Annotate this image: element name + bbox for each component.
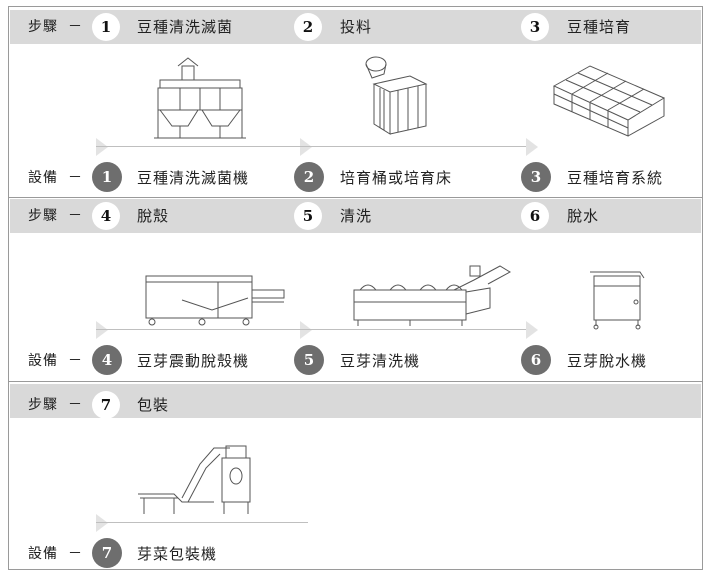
equipment-number-badge: 2 (294, 162, 324, 192)
equipment-number-badge: 4 (92, 345, 122, 375)
flow-line (96, 522, 308, 523)
step-label: 包裝 (137, 396, 170, 414)
equipment-label: 豆種培育系統 (567, 169, 664, 187)
equipment-number-badge: 6 (521, 345, 551, 375)
bean-washing-sterilizer-icon (150, 58, 250, 142)
flow-line (96, 146, 306, 147)
step-label: 豆種培育 (567, 18, 632, 36)
step-label: 投料 (340, 18, 373, 36)
cultivation-system-icon (550, 60, 668, 138)
step-label: 脫水 (567, 207, 600, 225)
step-row-label: 步驟－ (28, 208, 83, 224)
step-label: 豆種清洗滅菌 (137, 18, 234, 36)
flow-arrow (300, 138, 312, 156)
step-number-badge: 3 (521, 13, 549, 41)
flow-arrow (300, 321, 312, 339)
packaging-machine-icon (134, 442, 254, 518)
step-row-label: 步驟－ (28, 19, 83, 35)
equipment-row-label: 設備－ (28, 546, 83, 562)
step-band (10, 10, 701, 44)
step-number-badge: 4 (92, 202, 120, 230)
equipment-number-badge: 5 (294, 345, 324, 375)
equipment-number-badge: 1 (92, 162, 122, 192)
flow-arrow (526, 138, 538, 156)
step-label: 清洗 (340, 207, 373, 225)
section-divider (8, 197, 703, 198)
equipment-label: 豆芽清洗機 (340, 352, 421, 370)
diagram-frame (8, 6, 703, 570)
equipment-row-label: 設備－ (28, 353, 83, 369)
flow-line (96, 329, 306, 330)
equipment-label: 豆種清洗滅菌機 (137, 169, 250, 187)
step-number-badge: 2 (294, 13, 322, 41)
flow-arrow (526, 321, 538, 339)
equipment-number-badge: 7 (92, 538, 122, 568)
step-label: 脫殼 (137, 207, 170, 225)
flow-arrow (96, 321, 108, 339)
step-band (10, 199, 701, 233)
equipment-label: 豆芽脫水機 (567, 352, 648, 370)
section-divider (8, 381, 703, 382)
sprout-washer-icon (350, 262, 514, 328)
vibrating-dehuller-icon (142, 272, 288, 328)
equipment-row-label: 設備－ (28, 170, 83, 186)
step-number-badge: 7 (92, 391, 120, 419)
step-number-badge: 1 (92, 13, 120, 41)
equipment-number-badge: 3 (521, 162, 551, 192)
flow-arrow (96, 514, 108, 532)
step-number-badge: 5 (294, 202, 322, 230)
step-row-label: 步驟－ (28, 397, 83, 413)
step-band (10, 384, 701, 418)
equipment-label: 芽菜包裝機 (137, 545, 218, 563)
equipment-label: 豆芽震動脫殼機 (137, 352, 250, 370)
step-number-badge: 6 (521, 202, 549, 230)
sprout-dewatering-icon (586, 268, 646, 330)
equipment-label: 培育桶或培育床 (340, 169, 453, 187)
flow-arrow (96, 138, 108, 156)
flow-line (300, 329, 532, 330)
cultivation-bin-icon (362, 54, 432, 136)
flow-line (300, 146, 532, 147)
